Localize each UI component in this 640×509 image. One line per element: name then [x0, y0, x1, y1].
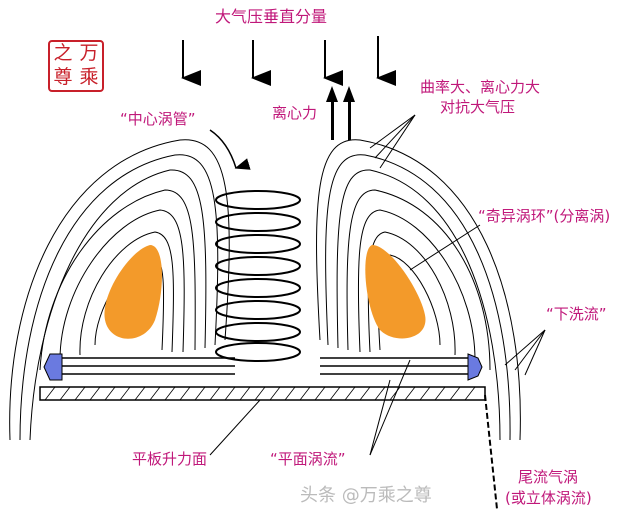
- down-arrows: [181, 36, 396, 86]
- left-vortex-blob: [104, 245, 162, 339]
- planar-vortex-lines: [50, 357, 470, 375]
- right-vortex-blob: [365, 245, 426, 339]
- label-wake-1: 尾流气涡: [518, 468, 579, 486]
- center-vortex-tube: [215, 190, 301, 362]
- label-wake-2: (或立体涡流): [505, 489, 592, 507]
- leader-lines: [209, 114, 546, 509]
- label-plate: 平板升力面: [132, 450, 208, 468]
- label-centrifugal: 离心力: [272, 104, 318, 122]
- lift-plate: [39, 386, 486, 401]
- label-center-tube: “中心涡管”: [120, 110, 196, 128]
- right-wingtip: [467, 353, 483, 381]
- label-singular-ring: “奇异涡环”(分离涡): [478, 207, 611, 225]
- seal-logo: 之万尊乘: [48, 40, 104, 92]
- label-curvature-2: 对抗大气压: [440, 98, 516, 116]
- up-arrows: [326, 86, 355, 140]
- label-downwash: “下洗流”: [546, 305, 607, 323]
- label-planar-vortex: “平面涡流”: [270, 450, 346, 468]
- label-curvature-1: 曲率大、离心力大: [420, 78, 541, 96]
- left-wingtip: [43, 353, 63, 381]
- label-atm-pressure: 大气压垂直分量: [215, 7, 328, 26]
- watermark: 头条 @万乘之尊: [300, 485, 432, 506]
